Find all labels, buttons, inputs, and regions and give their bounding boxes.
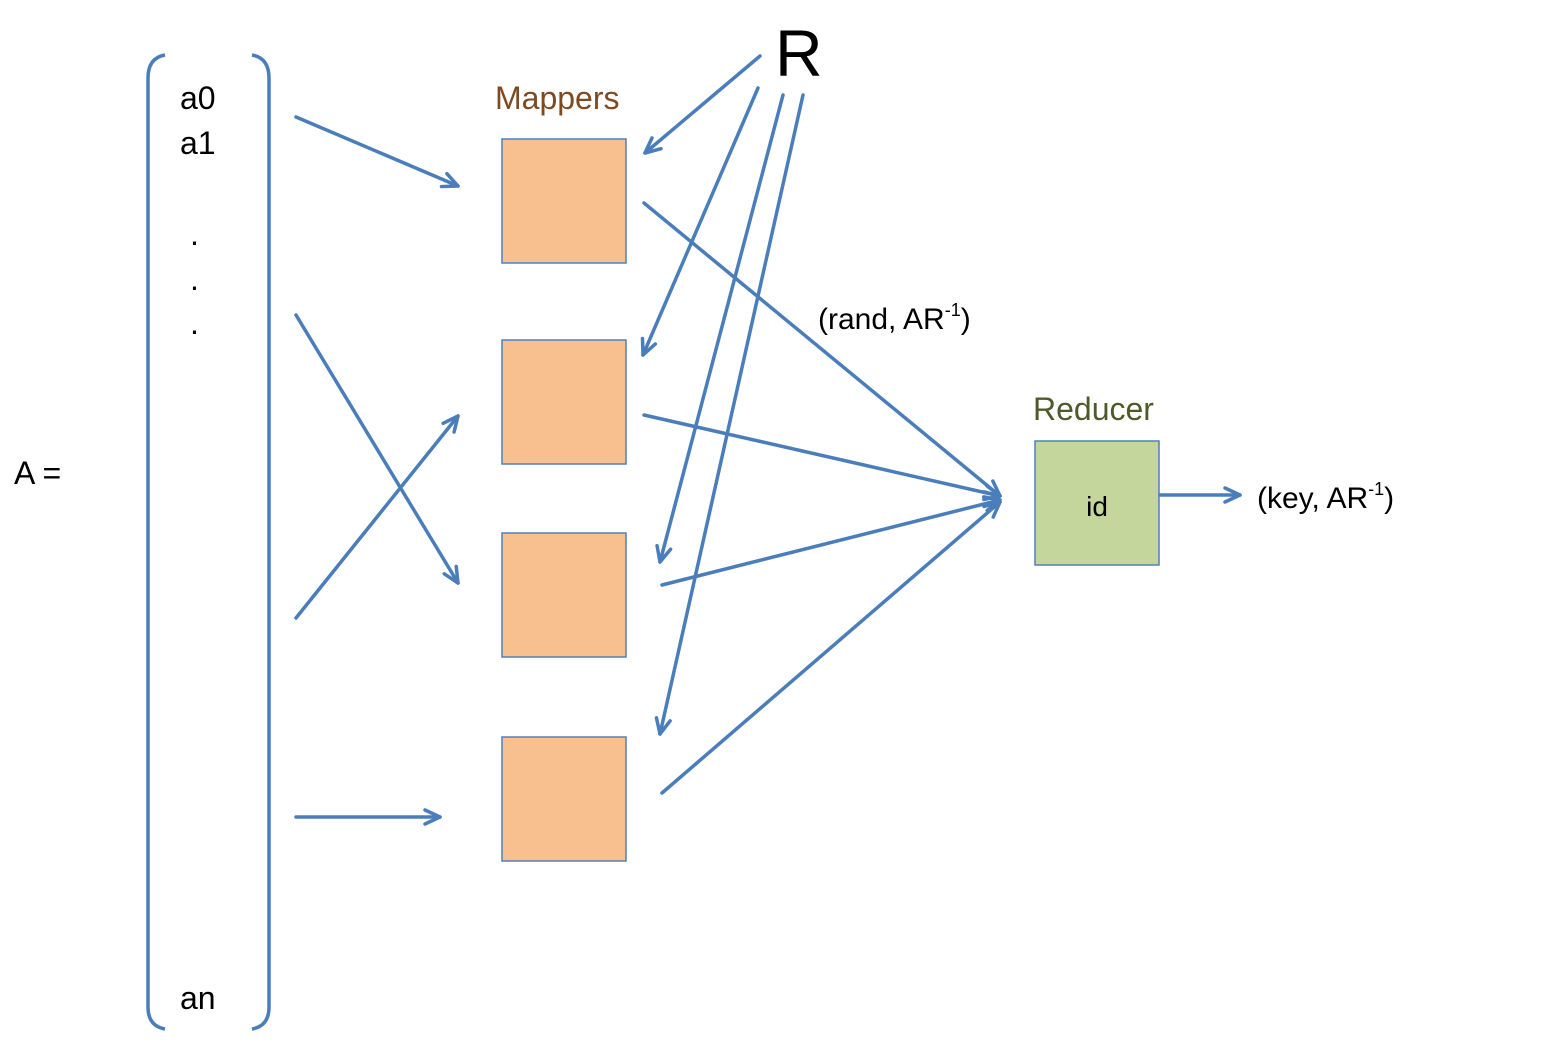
matrix-row-a0: a0 — [180, 80, 216, 116]
input-arrow — [294, 414, 460, 620]
mapper-output-label: (rand, AR-1) — [818, 300, 971, 336]
broadcast-arrow — [640, 86, 760, 357]
reducer-box — [1034, 440, 1160, 566]
matrix-label: A = — [14, 455, 61, 491]
matrix-ellipsis-dot: . — [190, 261, 199, 297]
mapper-box — [501, 339, 627, 465]
reducer-box-label: id — [1086, 491, 1108, 522]
mapper-output-arrow — [660, 495, 1002, 587]
reducer-output-label-sup: -1 — [1368, 479, 1384, 499]
mapper-output-label-text: (rand, AR — [818, 303, 945, 336]
left-bracket — [146, 53, 166, 1031]
mapper-output-label-close: ) — [961, 303, 971, 336]
reducer-output-label-text: (key, AR — [1257, 482, 1368, 515]
input-arrow — [294, 115, 460, 189]
mapper-output-arrow — [642, 413, 1002, 502]
mapper-box — [501, 532, 627, 658]
broadcast-r-label: R — [775, 16, 823, 90]
mappers-title: Mappers — [495, 80, 620, 116]
reducer-output-label: (key, AR-1) — [1257, 479, 1394, 515]
matrix-ellipsis-dot: . — [190, 305, 199, 341]
input-arrow — [294, 313, 460, 585]
right-bracket — [251, 53, 271, 1031]
broadcast-arrow — [643, 54, 762, 155]
matrix-row-an: an — [180, 980, 216, 1016]
broadcast-arrow — [654, 93, 805, 736]
mapper-box — [501, 736, 627, 862]
mapper-box — [501, 138, 627, 264]
reducer-output-label-close: ) — [1384, 482, 1394, 515]
mapper-output-label-sup: -1 — [945, 300, 961, 320]
mapper-output-arrow — [642, 201, 1002, 498]
broadcast-arrow — [655, 93, 785, 564]
matrix-row-a1: a1 — [180, 125, 216, 161]
reducer-title: Reducer — [1033, 391, 1154, 427]
matrix-ellipsis-dot: . — [190, 216, 199, 252]
mapper-output-arrow — [660, 500, 1002, 795]
